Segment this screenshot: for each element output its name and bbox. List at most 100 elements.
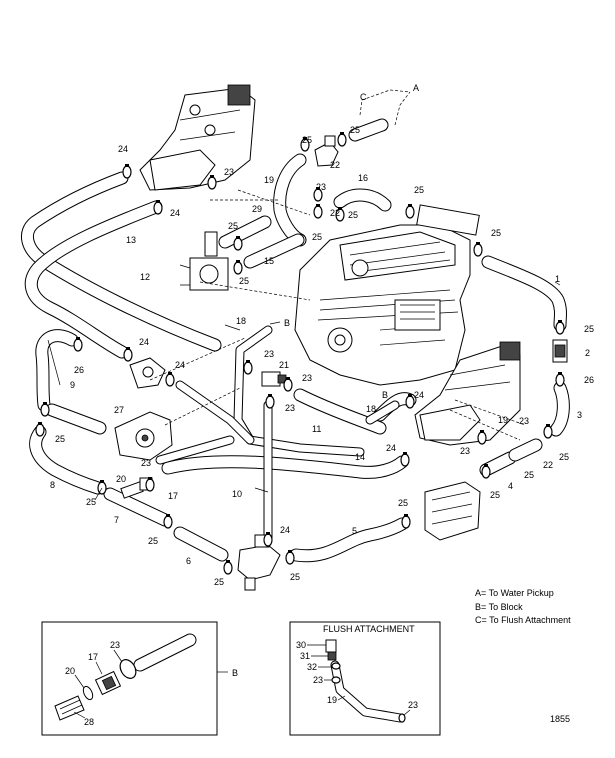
inset-b-detail: B 23 17 20 28 [41,621,238,736]
callouts: A C B B 1 2 3 4 5 6 7 8 9 10 11 12 13 14… [50,83,594,587]
fitting-26 [129,357,166,389]
callout-25-i: 25 [584,324,594,334]
fuel-cooler [424,481,481,541]
dashed-leaders [149,89,526,441]
callout-11: 11 [312,424,321,434]
callout-24-e: 24 [414,390,424,400]
callout-25-r: 25 [524,470,534,480]
callout-24-g: 24 [280,525,290,535]
callout-c: C [360,92,367,102]
callout-23-d: 23 [302,373,312,383]
callout-leaders [47,281,561,501]
callout-24-c: 24 [139,337,149,347]
callout-4: 4 [508,481,513,491]
callout-25-m: 25 [214,577,224,587]
callout-18-upper: 18 [236,316,246,326]
callout-23-e: 23 [285,403,295,413]
callout-22-right: 22 [543,460,553,470]
callout-13: 13 [126,235,136,245]
callout-26-b: 26 [584,375,594,385]
callout-23-h: 23 [460,446,470,456]
callout-8: 8 [50,480,55,490]
callout-25-o: 25 [398,498,408,508]
callout-25-h: 25 [491,228,501,238]
callout-25-c: 25 [414,185,424,195]
engine-block [294,204,480,386]
callout-27: 27 [114,405,124,415]
callout-25-l: 25 [148,536,158,546]
callout-25-d: 25 [228,221,238,231]
callout-3: 3 [577,410,582,420]
legend: A= To Water Pickup B= To Block C= To Flu… [475,588,571,625]
inset-b-callout-23: 23 [110,640,120,650]
inset-flush-callout-32: 32 [307,662,317,672]
thermostat-housing [179,231,229,291]
callout-25-a: 25 [302,135,312,145]
callout-25-n: 25 [290,572,300,582]
callout-24-d: 24 [175,360,185,370]
inset-b-ref: B [232,668,238,678]
callout-25-g: 25 [239,276,249,286]
callout-24-f: 24 [386,443,396,453]
callout-b-upper: B [284,318,290,328]
callout-18-lower: 18 [366,404,376,414]
callout-b-lower: B [382,390,388,400]
callout-21: 21 [279,360,289,370]
callout-9: 9 [70,380,75,390]
figure-number: 1855 [550,714,570,724]
callout-23-a: 23 [224,167,234,177]
callout-1: 1 [555,274,560,284]
inset-flush-title: FLUSH ATTACHMENT [323,624,415,634]
callout-19-right: 19 [498,415,508,425]
callout-26-a: 26 [74,365,84,375]
hoses [20,118,570,563]
callout-25-q: 25 [559,452,569,462]
pipes [155,325,400,545]
inset-flush-callout-19: 19 [327,695,337,705]
callout-6: 6 [186,556,191,566]
callout-16: 16 [358,173,368,183]
legend-c: C= To Flush Attachment [475,615,571,625]
callout-25-f: 25 [348,210,358,220]
exhaust-manifold-starboard [414,341,521,446]
callout-14: 14 [355,452,365,462]
callout-23-c: 23 [264,349,274,359]
callout-25-k: 25 [86,497,96,507]
callout-24-b: 24 [170,208,180,218]
callout-20-main: 20 [116,474,126,484]
callout-25-e: 25 [312,232,322,242]
water-pump [114,411,173,461]
callout-2: 2 [585,348,590,358]
legend-a: A= To Water Pickup [475,588,554,598]
legend-b: B= To Block [475,602,523,612]
callout-23-g: 23 [519,416,529,426]
callout-24-a: 24 [118,144,128,154]
exhaust-manifold-port [139,84,256,191]
callout-a: A [413,83,419,93]
inset-b-callout-20: 20 [65,666,75,676]
callout-19-upper: 19 [264,175,274,185]
callout-23-b: 23 [316,182,326,192]
callout-25-j: 25 [55,434,65,444]
inset-b-callout-28: 28 [84,717,94,727]
tee-fitting-22 [314,135,339,167]
inset-flush-callout-31: 31 [300,651,310,661]
callout-5: 5 [352,526,357,536]
callout-22-mid: 22 [330,208,340,218]
callout-15: 15 [264,256,274,266]
inset-flush-callout-30: 30 [296,640,306,650]
inset-flush-callout-23-a: 23 [313,675,323,685]
fitting-21 [261,371,287,387]
tee-fitting-lower [237,534,281,591]
callout-12: 12 [140,272,150,282]
fitting-2 [552,339,568,363]
inset-flush-callout-23-b: 23 [408,700,418,710]
callout-25-p: 25 [490,490,500,500]
callout-22-upper: 22 [330,160,340,170]
callout-25-b: 25 [350,125,360,135]
callout-23-f: 23 [141,458,151,468]
inset-b-callout-17: 17 [88,652,98,662]
callout-29: 29 [252,204,262,214]
callout-10: 10 [232,489,242,499]
